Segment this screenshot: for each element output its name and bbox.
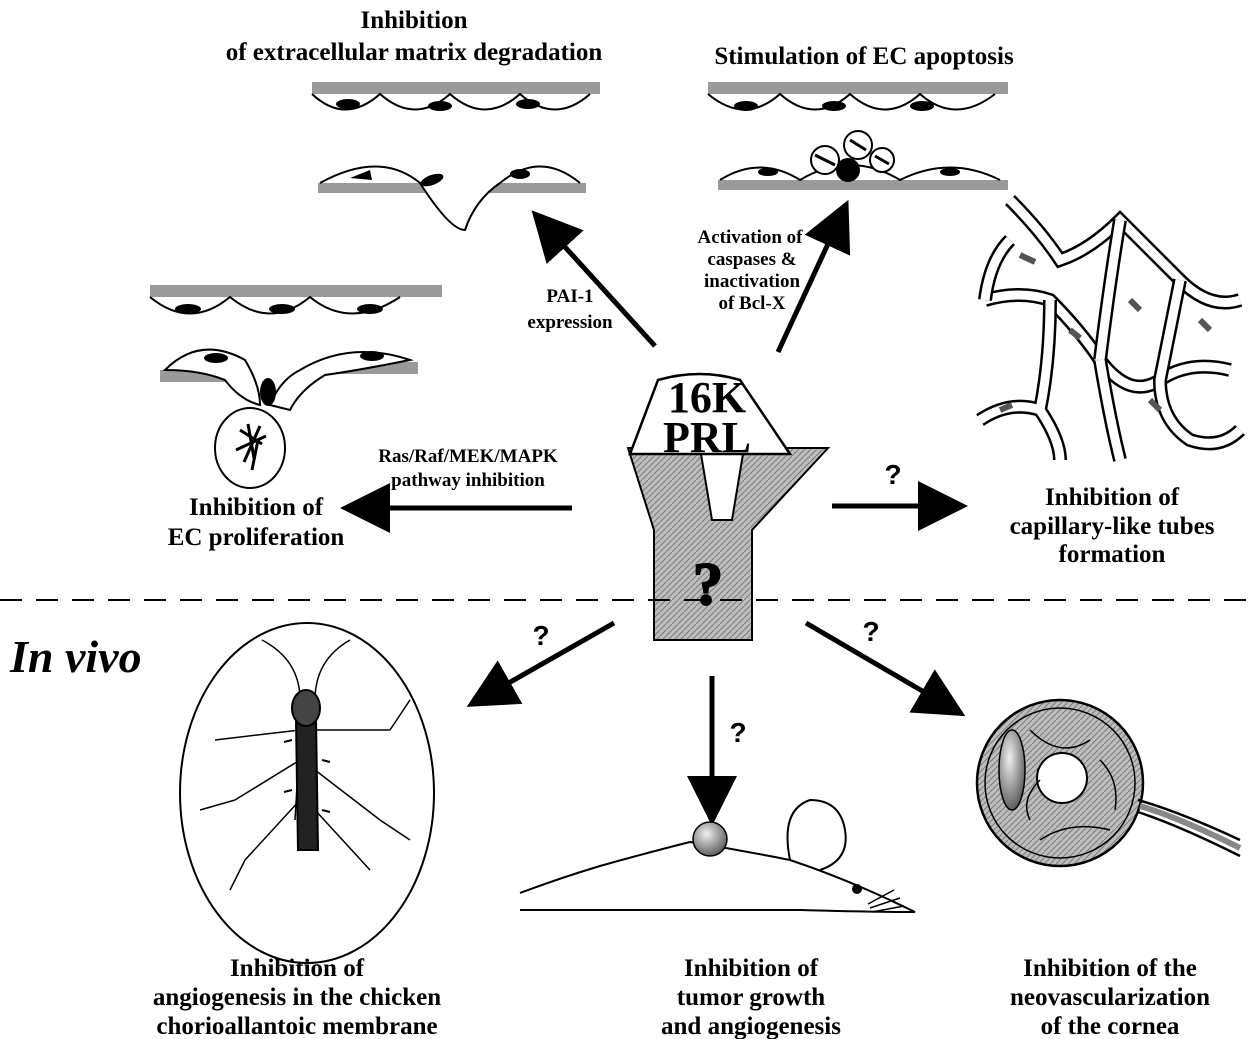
ecm-title-line2: of extracellular matrix degradation bbox=[226, 39, 603, 66]
caspases-label-line2: caspases & bbox=[707, 249, 796, 270]
capillary-title-line1: Inhibition of bbox=[1045, 484, 1180, 511]
cornea-title-line1: Inhibition of the bbox=[1023, 955, 1197, 982]
tumor-question: ? bbox=[729, 717, 746, 748]
ras-label-line1: Ras/Raf/MEK/MAPK bbox=[378, 446, 558, 467]
eye-cornea-illustration bbox=[977, 700, 1240, 866]
receptor-question-mark: ? bbox=[693, 551, 723, 617]
apoptosis-illustration bbox=[708, 82, 1008, 190]
capillary-title-line3: formation bbox=[1059, 541, 1166, 568]
ecm-degradation-illustration bbox=[312, 82, 600, 230]
cam-title-line3: chorioallantoic membrane bbox=[156, 1013, 437, 1039]
mouse-tumor-illustration bbox=[520, 800, 915, 912]
capillary-network-illustration bbox=[980, 200, 1240, 460]
cornea-title-line3: of the cornea bbox=[1041, 1013, 1180, 1039]
caspases-label-line1: Activation of bbox=[697, 227, 803, 248]
in-vivo-label: In vivo bbox=[9, 631, 142, 682]
capillary-question: ? bbox=[884, 459, 901, 490]
cornea-title-line2: neovascularization bbox=[1010, 984, 1210, 1011]
tumor-title-line1: Inhibition of bbox=[684, 955, 819, 982]
cam-question: ? bbox=[532, 620, 549, 651]
ecm-title-line1: Inhibition bbox=[360, 7, 467, 34]
proliferation-title-line2: EC proliferation bbox=[168, 524, 345, 551]
cam-title-line1: Inhibition of bbox=[230, 955, 365, 982]
ras-label-line2: pathway inhibition bbox=[391, 470, 545, 491]
cam-title-line2: angiogenesis in the chicken bbox=[153, 984, 441, 1011]
tumor-title-line3: and angiogenesis bbox=[661, 1013, 841, 1039]
capillary-title-line2: capillary-like tubes bbox=[1010, 513, 1215, 540]
caspases-label-line4: of Bcl-X bbox=[718, 293, 785, 314]
cornea-question: ? bbox=[862, 616, 879, 647]
apoptosis-title: Stimulation of EC apoptosis bbox=[714, 43, 1014, 70]
proliferation-title-line1: Inhibition of bbox=[189, 494, 324, 521]
pai1-label-line2: expression bbox=[527, 312, 613, 333]
pai1-label-line1: PAI-1 bbox=[546, 286, 593, 307]
tumor-title-line2: tumor growth bbox=[677, 984, 825, 1011]
caspases-label-line3: inactivation bbox=[704, 271, 800, 292]
chicken-egg-cam-illustration bbox=[180, 623, 434, 963]
prl-label-line2: PRL bbox=[663, 413, 751, 462]
